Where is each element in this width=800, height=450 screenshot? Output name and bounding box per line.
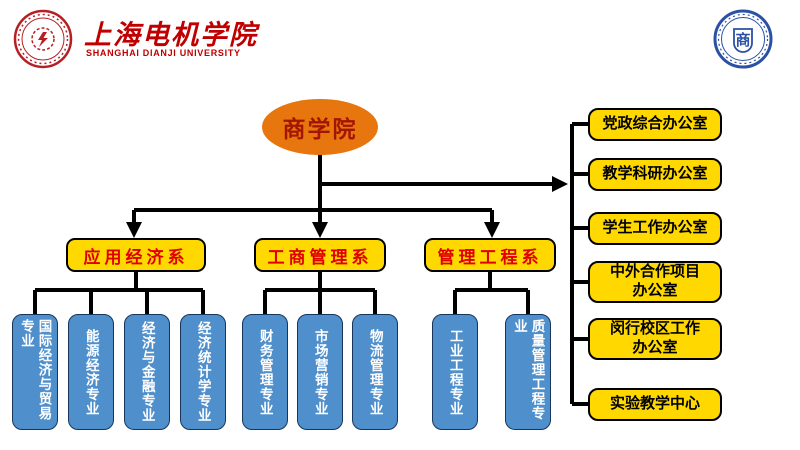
root-node-business-school: 商学院	[262, 99, 378, 155]
office-box-teaching-research: 教学科研办公室	[588, 158, 722, 191]
major-box-financial-management: 财务管理专业	[242, 314, 288, 430]
major-box-energy-economics: 能源经济专业	[68, 314, 114, 430]
major-box-marketing: 市场营销专业	[297, 314, 343, 430]
major-label: 物流管理专业	[367, 328, 383, 416]
major-box-logistics-management: 物流管理专业	[352, 314, 398, 430]
office-box-party-admin: 党政综合办公室	[588, 108, 722, 141]
major-box-quality-management-engineering: 质量管理工程专业	[505, 314, 551, 430]
major-label: 工业工程专业	[447, 328, 463, 416]
major-label: 财务管理专业	[257, 328, 273, 416]
office-box-minhang-campus: 闵行校区工作办公室	[588, 318, 722, 360]
dept-box-applied-economics: 应用经济系	[66, 238, 206, 272]
dept-box-management-engineering: 管理工程系	[424, 238, 556, 272]
dept-box-business-administration: 工商管理系	[254, 238, 386, 272]
office-box-sino-foreign-cooperation: 中外合作项目办公室	[588, 261, 722, 303]
office-box-student-affairs: 学生工作办公室	[588, 212, 722, 245]
major-box-economic-statistics: 经济统计学专业	[180, 314, 226, 430]
major-label: 质量管理工程专业	[512, 319, 545, 421]
svg-text:商: 商	[735, 31, 750, 49]
major-label: 能源经济专业	[83, 328, 99, 416]
university-wordmark: 上海电机学院	[84, 20, 258, 50]
office-box-experimental-teaching-center: 实验教学中心	[588, 388, 722, 421]
major-label: 经济统计学专业	[195, 321, 211, 423]
major-label: 经济与金融专业	[139, 321, 155, 423]
university-name-en: SHANGHAI DIANJI UNIVERSITY	[86, 48, 241, 58]
major-box-economics-finance: 经济与金融专业	[124, 314, 170, 430]
university-seal-icon	[13, 9, 73, 69]
business-school-seal-icon: 商	[713, 9, 773, 69]
major-box-international-economics-trade: 国际经济与贸易专业	[12, 314, 58, 430]
major-label: 市场营销专业	[312, 328, 328, 416]
major-box-industrial-engineering: 工业工程专业	[432, 314, 478, 430]
major-label: 国际经济与贸易专业	[19, 319, 52, 421]
